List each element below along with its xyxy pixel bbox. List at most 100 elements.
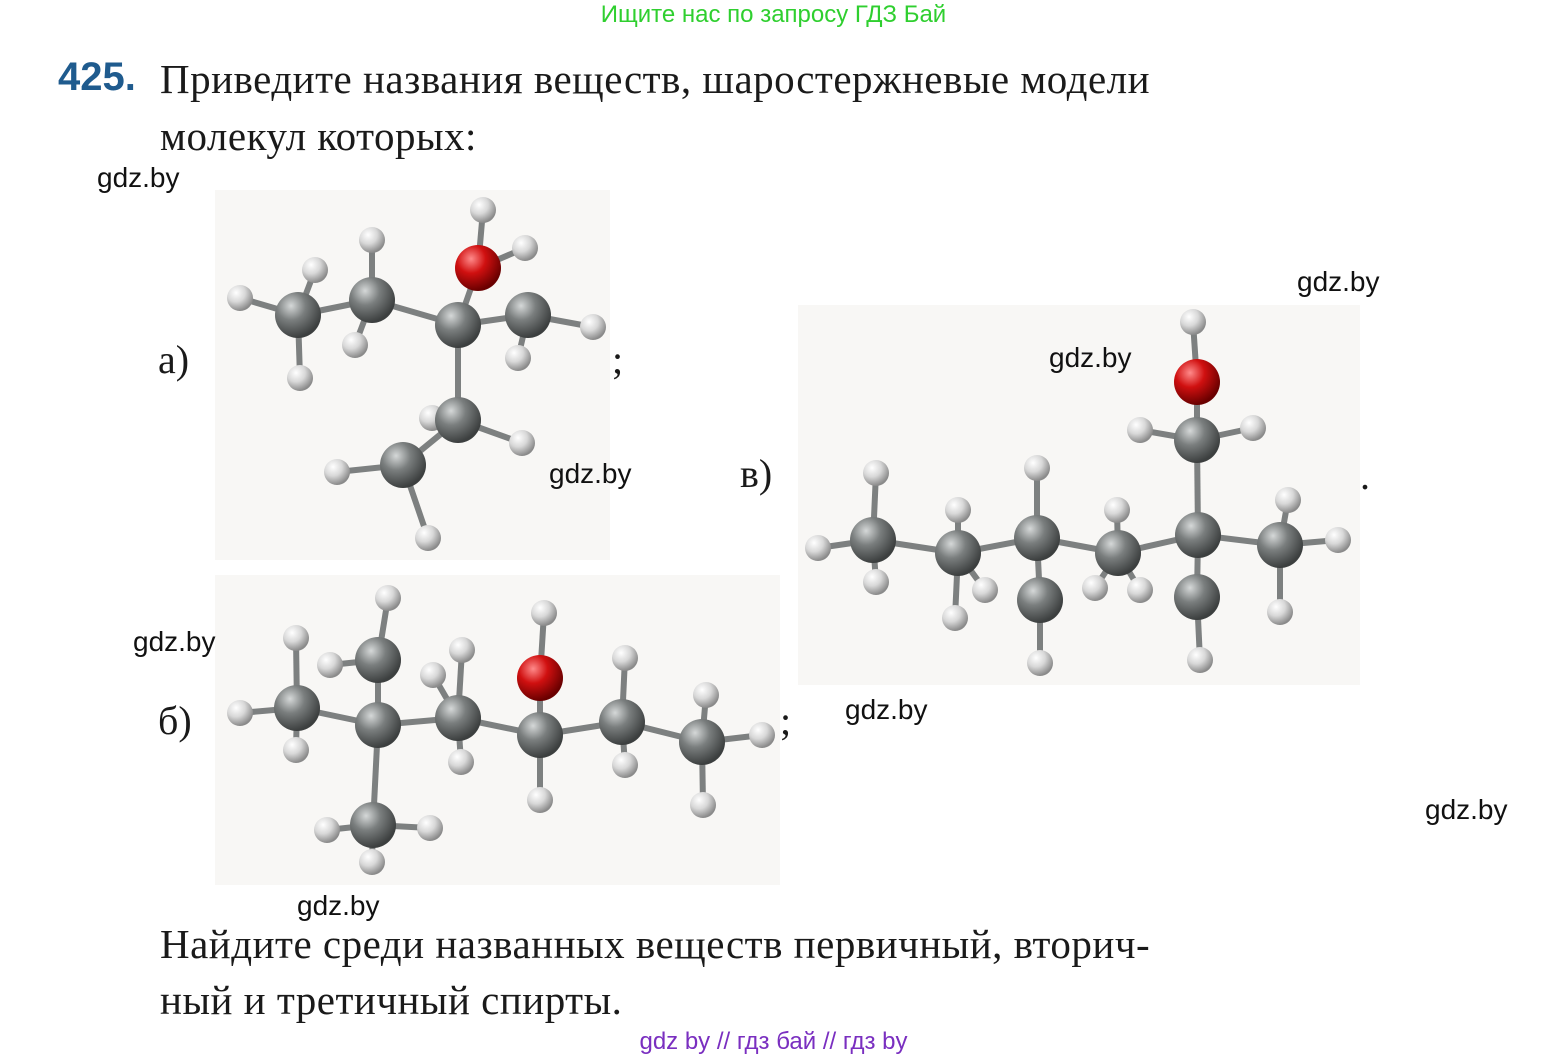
hydrogen-atom [317, 652, 343, 678]
hydrogen-atom [359, 227, 385, 253]
hydrogen-atom [863, 569, 889, 595]
footer-links: gdz by // гдз бай // гдз by [639, 1028, 908, 1055]
watermark: gdz.by [1297, 266, 1380, 297]
hydrogen-atom [324, 459, 350, 485]
figure-v-punct: . [1360, 453, 1370, 498]
hydrogen-atom [693, 682, 719, 708]
hydrogen-atom [1180, 309, 1206, 335]
hydrogen-atom [972, 577, 998, 603]
carbon-atom [1017, 577, 1063, 623]
carbon-atom [435, 695, 481, 741]
hydrogen-atom [690, 792, 716, 818]
molecule-b [227, 585, 775, 875]
hydrogen-atom [612, 752, 638, 778]
hydrogen-atom [449, 637, 475, 663]
hydrogen-atom [1267, 599, 1293, 625]
carbon-atom [1174, 417, 1220, 463]
watermark: gdz.by [549, 458, 632, 489]
carbon-atom [1174, 574, 1220, 620]
hydrogen-atom [1325, 527, 1351, 553]
hydrogen-atom [945, 497, 971, 523]
carbon-atom [1257, 522, 1303, 568]
carbon-atom [435, 397, 481, 443]
figure-a-background [215, 190, 610, 560]
oxygen-atom [517, 655, 563, 701]
hydrogen-atom [470, 197, 496, 223]
figure-v-background [798, 305, 1360, 685]
hydrogen-atom [863, 460, 889, 486]
hydrogen-atom [505, 345, 531, 371]
hydrogen-atom [1024, 455, 1050, 481]
carbon-atom [1014, 515, 1060, 561]
figure-b-label: б) [158, 698, 192, 743]
watermark: gdz.by [845, 694, 928, 725]
watermark: gdz.by [1049, 342, 1132, 373]
molecule-v [805, 309, 1351, 676]
hydrogen-atom [1275, 487, 1301, 513]
hydrogen-atom [420, 662, 446, 688]
hydrogen-atom [314, 817, 340, 843]
carbon-atom [517, 712, 563, 758]
question-line2: ный и третичный спирты. [160, 977, 623, 1023]
watermark: gdz.by [97, 162, 180, 193]
oxygen-atom [1174, 359, 1220, 405]
carbon-atom [679, 719, 725, 765]
carbon-atom [355, 702, 401, 748]
carbon-atom [435, 302, 481, 348]
hydrogen-atom [1027, 650, 1053, 676]
hydrogen-atom [287, 365, 313, 391]
task-prompt-line1: Приведите названия веществ, шаростержнев… [160, 56, 1151, 102]
hydrogen-atom [512, 235, 538, 261]
hydrogen-atom [749, 722, 775, 748]
hydrogen-atom [283, 737, 309, 763]
hydrogen-atom [417, 815, 443, 841]
site-banner: Ищите нас по запросу ГДЗ Бай [600, 1, 947, 28]
hydrogen-atom [527, 787, 553, 813]
hydrogen-atom [1187, 647, 1213, 673]
carbon-atom [380, 442, 426, 488]
hydrogen-atom [302, 257, 328, 283]
hydrogen-atom [531, 600, 557, 626]
watermark: gdz.by [1425, 794, 1508, 825]
hydrogen-atom [942, 605, 968, 631]
carbon-atom [505, 292, 551, 338]
hydrogen-atom [448, 749, 474, 775]
hydrogen-atom [805, 535, 831, 561]
hydrogen-atom [1127, 417, 1153, 443]
hydrogen-atom [612, 645, 638, 671]
carbon-atom [1175, 512, 1221, 558]
hydrogen-atom [1104, 497, 1130, 523]
hydrogen-atom [1127, 577, 1153, 603]
carbon-atom [935, 530, 981, 576]
hydrogen-atom [342, 332, 368, 358]
carbon-atom [850, 517, 896, 563]
carbon-atom [274, 685, 320, 731]
carbon-atom [275, 292, 321, 338]
hydrogen-atom [227, 700, 253, 726]
carbon-atom [1095, 530, 1141, 576]
hydrogen-atom [359, 849, 385, 875]
watermark: gdz.by [297, 890, 380, 921]
watermark: gdz.by [133, 626, 216, 657]
task-prompt-line2: молекул которых: [160, 113, 477, 159]
hydrogen-atom [375, 585, 401, 611]
oxygen-atom [455, 245, 501, 291]
carbon-atom [350, 802, 396, 848]
hydrogen-atom [580, 314, 606, 340]
hydrogen-atom [1082, 575, 1108, 601]
figure-b-punct: ; [780, 698, 792, 743]
carbon-atom [599, 699, 645, 745]
hydrogen-atom [227, 285, 253, 311]
hydrogen-atom [1240, 415, 1266, 441]
figure-a-punct: ; [612, 337, 624, 382]
hydrogen-atom [509, 430, 535, 456]
figure-a-label: а) [158, 337, 190, 382]
hydrogen-atom [415, 525, 441, 551]
hydrogen-atom [283, 625, 309, 651]
question-line1: Найдите среди названных веществ первичны… [160, 921, 1151, 967]
molecule-a [227, 197, 606, 551]
figure-v-label: в) [740, 451, 773, 496]
carbon-atom [349, 277, 395, 323]
task-number: 425. [58, 55, 136, 99]
